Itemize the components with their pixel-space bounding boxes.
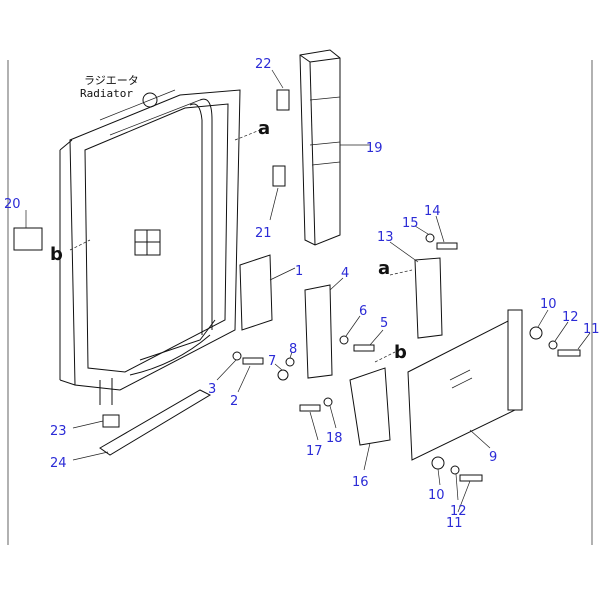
callout-12: 12 (562, 310, 579, 325)
leader-lines (25, 69, 591, 513)
callout-23: 23 (50, 424, 67, 439)
view-letter-b: b (394, 342, 407, 363)
part-19-guard (299, 49, 341, 246)
part-24-strip (99, 389, 212, 456)
view-letter-b: b (50, 244, 63, 265)
callout-18: 18 (326, 431, 343, 446)
callout-10: 10 (540, 297, 557, 312)
callout-5: 5 (380, 316, 388, 331)
callout-14: 14 (424, 204, 441, 219)
view-letter-a: a (258, 118, 270, 139)
callout-15: 15 (402, 216, 419, 231)
part-4-bracket (304, 284, 333, 379)
part-20-cushion (13, 227, 43, 251)
radiator-assembly (59, 89, 241, 405)
part-16-bracket (349, 367, 391, 446)
callout-16: 16 (352, 475, 369, 490)
callout-11: 11 (583, 322, 600, 337)
callout-7: 7 (268, 354, 276, 369)
callout-10: 10 (428, 488, 445, 503)
fasteners (232, 233, 581, 482)
callout-24: 24 (50, 456, 67, 471)
callout-12: 12 (450, 504, 467, 519)
callout-6: 6 (359, 304, 367, 319)
part-22-block (276, 89, 290, 111)
callout-21: 21 (255, 226, 272, 241)
callout-22: 22 (255, 57, 272, 72)
callout-9: 9 (489, 450, 497, 465)
callout-1: 1 (295, 264, 303, 279)
caption-english: Radiator (80, 87, 133, 100)
callout-8: 8 (289, 342, 297, 357)
part-1-bracket (239, 254, 273, 331)
part-21-block (272, 165, 286, 187)
callout-13: 13 (377, 230, 394, 245)
caption-japanese: ラジエータ (84, 74, 139, 87)
callout-4: 4 (341, 266, 349, 281)
callout-17: 17 (306, 444, 323, 459)
part-9-condenser (407, 309, 523, 461)
part-13-bracket (414, 257, 443, 339)
view-letter-a: a (378, 258, 390, 279)
part-23-block (102, 414, 120, 428)
callout-2: 2 (230, 394, 238, 409)
callout-11: 11 (446, 516, 463, 531)
callout-3: 3 (208, 382, 216, 397)
callout-20: 20 (4, 197, 21, 212)
callout-19: 19 (366, 141, 383, 156)
